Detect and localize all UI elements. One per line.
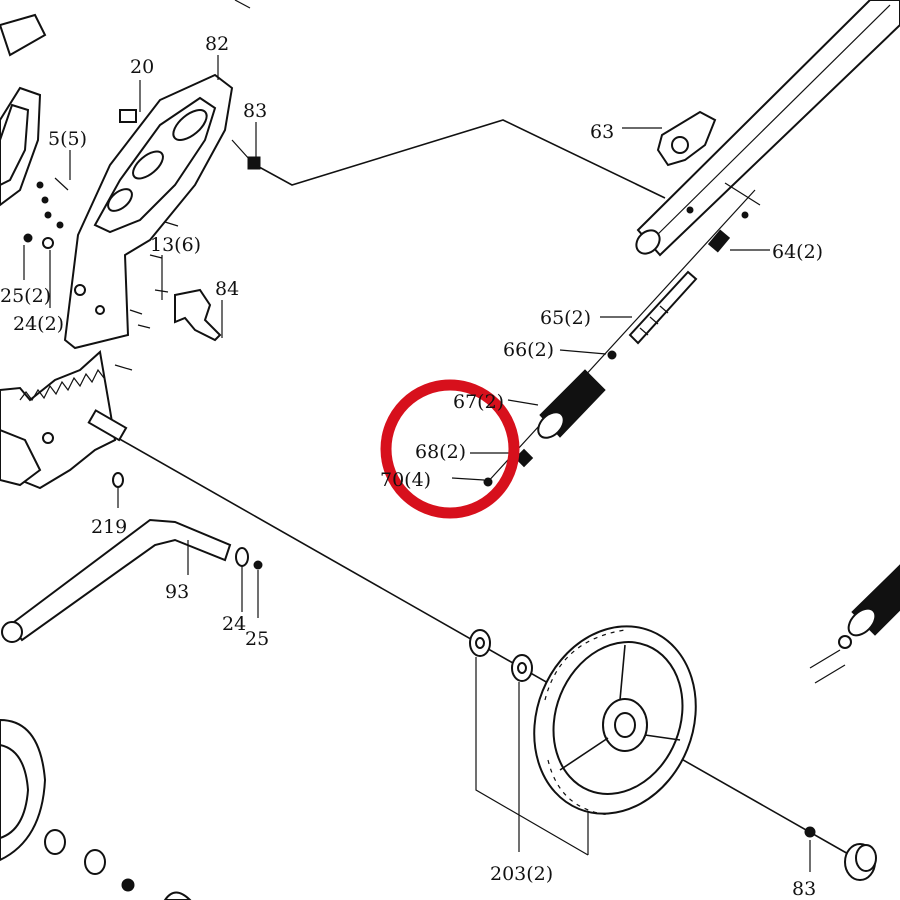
axle-washers: [469, 629, 589, 856]
front-wheel-fragment: [0, 718, 192, 900]
label-25-left: 25(2): [0, 285, 51, 307]
handle-axis-line: [484, 189, 756, 486]
top-left-bracket: [0, 0, 251, 57]
wheel-cap: [804, 826, 877, 881]
part-66-washer: [559, 349, 617, 360]
right-grip: [809, 564, 900, 684]
part-93-lever: [1, 518, 263, 643]
label-219: 219: [91, 516, 127, 538]
label-203: 203(2): [490, 863, 553, 885]
part-63-clip: [622, 110, 717, 167]
left-mechanism: [0, 86, 71, 308]
side-plate: [63, 55, 261, 350]
label-24-left: 24(2): [13, 313, 64, 335]
cable-line: [249, 119, 666, 199]
label-70: 70(4): [380, 469, 431, 491]
label-65: 65(2): [540, 307, 591, 329]
handle-tube: [635, 0, 900, 257]
label-83-bottom: 83: [792, 878, 816, 900]
label-84: 84: [215, 278, 239, 300]
sector-gear: [0, 350, 128, 490]
label-20: 20: [130, 56, 154, 78]
label-64: 64(2): [772, 241, 823, 263]
label-13: 13(6): [150, 234, 201, 256]
label-5: 5(5): [48, 128, 87, 150]
label-67: 67(2): [453, 391, 504, 413]
part-65-bolt: [600, 270, 698, 345]
part-67-grip: [507, 369, 606, 439]
label-66: 66(2): [503, 339, 554, 361]
part-64-spring: [707, 229, 770, 253]
label-68: 68(2): [415, 441, 466, 463]
label-83-top: 83: [243, 100, 267, 122]
highlight-circle: [380, 379, 520, 519]
label-82: 82: [205, 33, 229, 55]
label-63: 63: [590, 121, 614, 143]
part-68-nut: [470, 448, 534, 468]
part-70-screw: [451, 477, 493, 487]
part-84-bracket: [174, 288, 223, 342]
label-24: 24: [222, 613, 246, 635]
part-219-washer: [112, 472, 124, 508]
label-25: 25: [245, 628, 269, 650]
label-93: 93: [165, 581, 189, 603]
part-13-screws: [114, 221, 179, 371]
rear-wheel: [533, 625, 697, 816]
